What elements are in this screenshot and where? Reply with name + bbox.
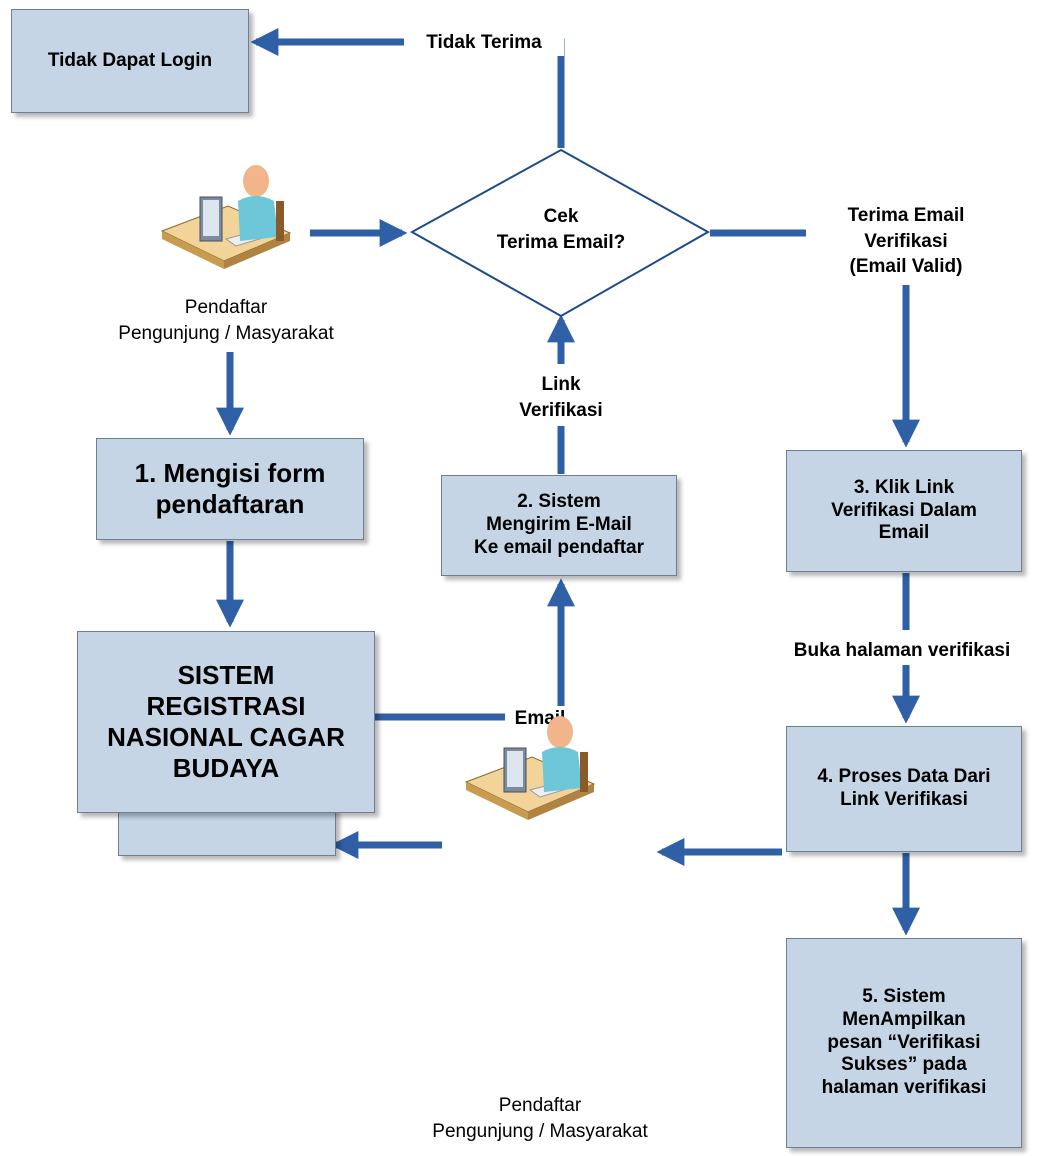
label-link-verifikasi: Link Verifikasi [496, 372, 626, 424]
person-at-computer-icon [160, 165, 292, 269]
label-terima-email: Terima Email Verifikasi (Email Valid) [806, 203, 1006, 280]
decision-diamond [409, 148, 711, 318]
person-at-computer-icon [464, 716, 596, 820]
decision-text: Cek Terima Email? [496, 206, 626, 253]
tidak-dapat-login-box: Tidak Dapat Login [11, 9, 249, 113]
step5-box: 5. Sistem MenAmpilkan pesan “Verifikasi … [786, 938, 1022, 1148]
actor-bottom [460, 712, 600, 827]
label-tidak-terima: Tidak Terima [404, 30, 564, 56]
step3-box: 3. Klik Link Verifikasi Dalam Email [786, 450, 1022, 572]
step1-box: 1. Mengisi form pendaftaran [96, 438, 364, 540]
label-buka-halaman: Buka halaman verifikasi [762, 638, 1042, 664]
actor-top [156, 161, 296, 276]
system-box: SISTEM REGISTRASI NASIONAL CAGAR BUDAYA [77, 631, 375, 813]
actor-bottom-label: Pendaftar Pengunjung / Masyarakat [432, 1095, 648, 1142]
step2-box: 2. Sistem Mengirim E-Mail Ke email penda… [441, 475, 677, 576]
actor-top-label: Pendaftar Pengunjung / Masyarakat [118, 297, 334, 344]
step4-box: 4. Proses Data Dari Link Verifikasi [786, 726, 1022, 852]
